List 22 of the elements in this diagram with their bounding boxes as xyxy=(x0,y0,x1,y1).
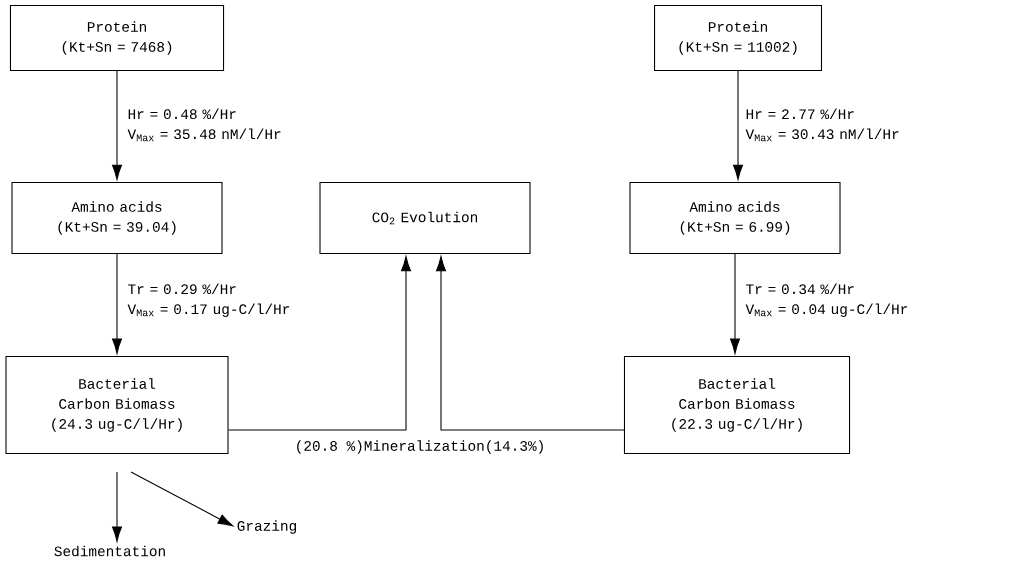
process-box: Amino acids (Kt+Sn = 39.04) xyxy=(11,182,223,254)
flow-label: Sedimentation xyxy=(54,545,165,557)
process-box: Bacterial Carbon Biomass (22.3 ug-C/l/Hr) xyxy=(623,355,851,455)
arrow xyxy=(112,471,123,542)
arrow xyxy=(112,253,123,354)
process-box: Amino acids (Kt+Sn = 6.99) xyxy=(629,182,841,254)
edge-label: Tr = 0.29 %/Hr V$_{Max}$ = 0.17 ug-C/l/Hr xyxy=(127,283,290,317)
process-box: Protein (Kt+Sn = 7468) xyxy=(9,4,225,72)
arrow xyxy=(130,471,234,527)
process-box: CO$_{2}$ Evolution xyxy=(319,182,531,254)
arrow xyxy=(228,256,412,431)
edge-label: Hr = 0.48 %/Hr V$_{Max}$ = 35.48 nM/l/Hr xyxy=(127,108,281,142)
edge-label: Tr = 0.34 %/Hr V$_{Max}$ = 0.04 ug-C/l/Hr xyxy=(745,283,908,317)
arrow xyxy=(112,70,123,180)
process-box: Protein (Kt+Sn = 11002) xyxy=(654,4,822,72)
edge-label: Hr = 2.77 %/Hr V$_{Max}$ = 30.43 nM/l/Hr xyxy=(745,108,899,142)
process-box: Bacterial Carbon Biomass (24.3 ug-C/l/Hr) xyxy=(5,355,229,455)
arrow xyxy=(733,70,744,180)
arrow xyxy=(436,256,625,431)
arrow xyxy=(730,253,741,354)
flow-label: (20.8 %)Mineralization(14.3%) xyxy=(297,440,543,454)
flow-label: Grazing xyxy=(237,520,297,534)
